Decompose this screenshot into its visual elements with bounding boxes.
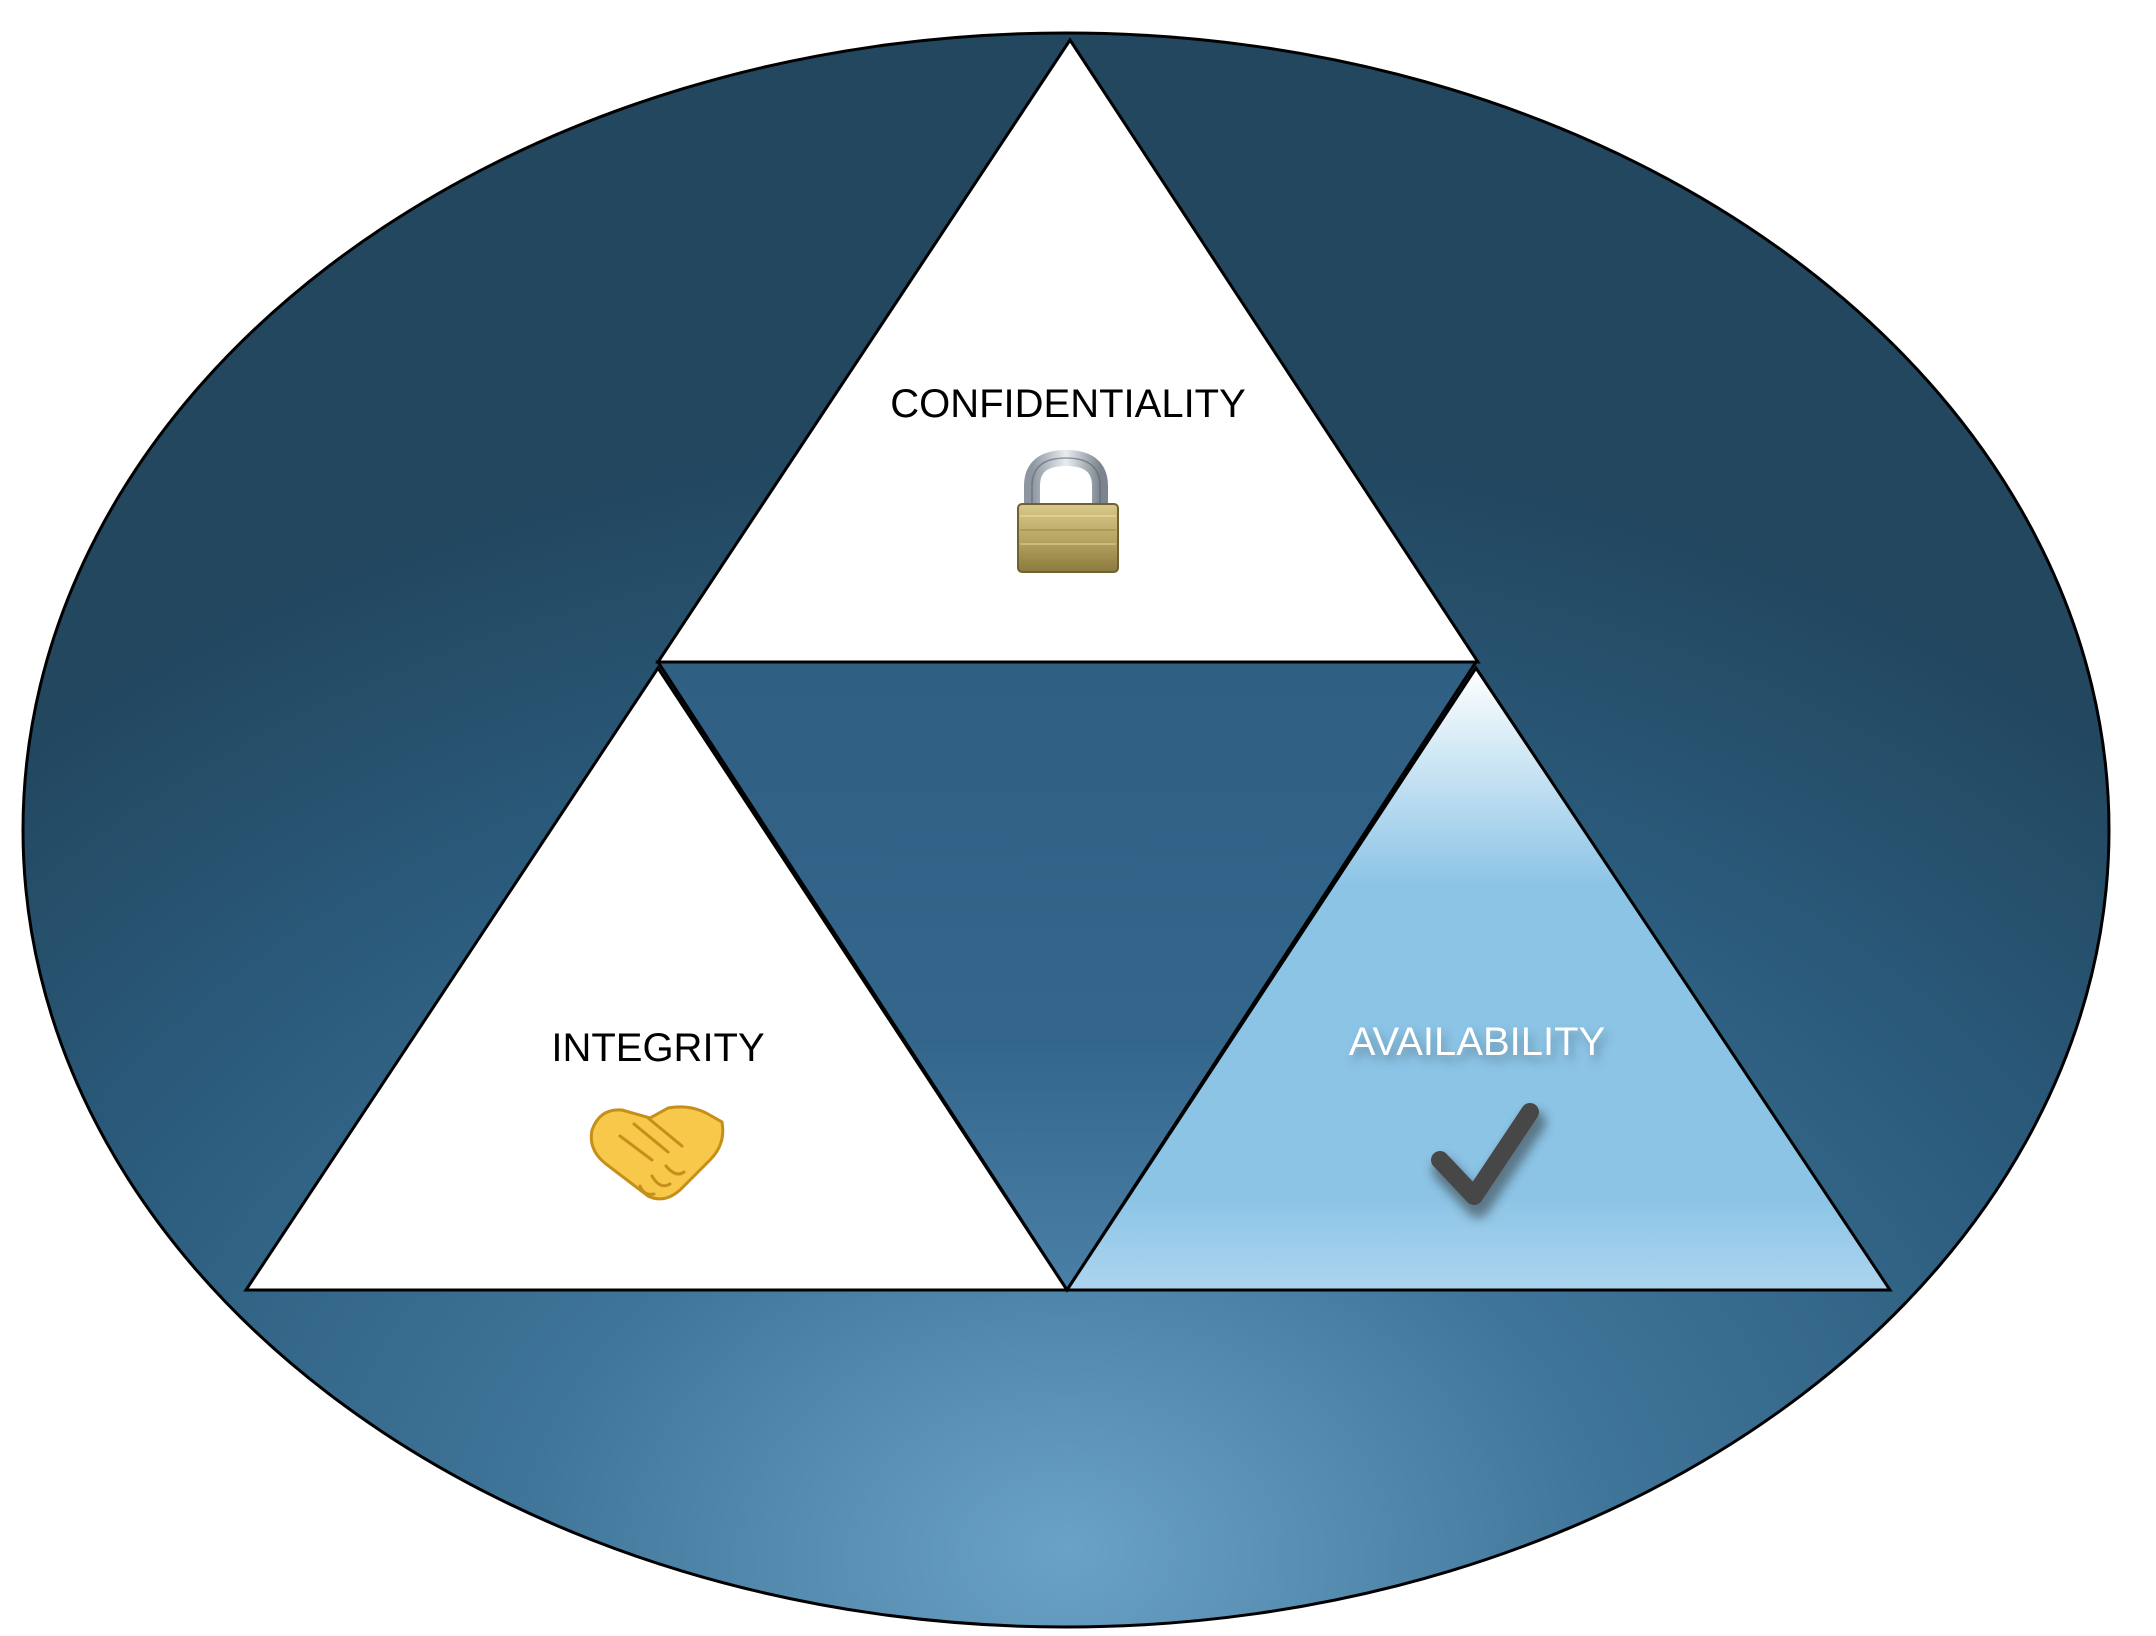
segment-availability: AVAILABILITY AVAILABILITY [1064, 665, 1893, 1292]
segment-integrity: INTEGRITY [243, 665, 1070, 1292]
confidentiality-triangle [655, 37, 1481, 664]
availability-label-shadow: AVAILABILITY [1353, 1026, 1609, 1070]
availability-label: AVAILABILITY [1349, 1020, 1605, 1064]
integrity-label: INTEGRITY [551, 1026, 764, 1070]
handshake-icon [589, 1105, 725, 1201]
integrity-triangle [243, 665, 1070, 1292]
padlock-icon [1017, 449, 1119, 573]
availability-triangle [1064, 665, 1893, 1292]
segment-confidentiality: CONFIDENTIALITY [655, 37, 1481, 664]
confidentiality-label: CONFIDENTIALITY [890, 382, 1246, 426]
checkmark-icon [1431, 1103, 1546, 1218]
